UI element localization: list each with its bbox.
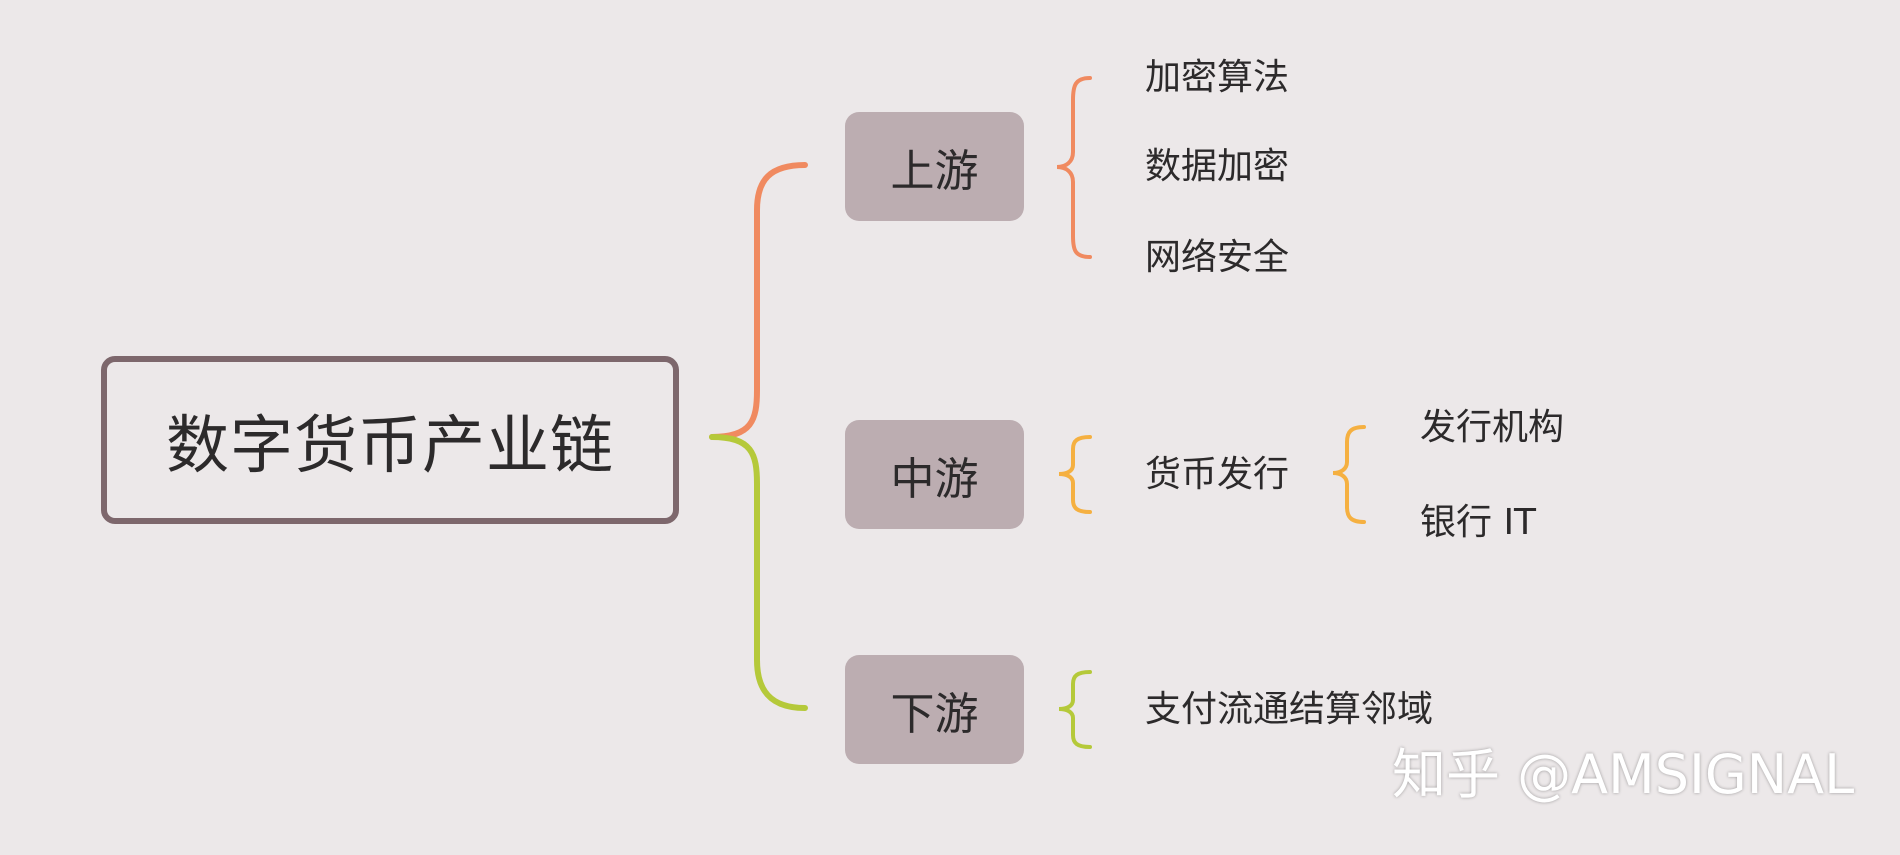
- bracket-issuance: [1332, 425, 1366, 524]
- bracket-downstream: [1058, 670, 1092, 749]
- leaf-network-security: 网络安全: [1145, 237, 1290, 278]
- leaf-encryption-algorithm: 加密算法: [1145, 57, 1290, 98]
- connector-root-upstream: [709, 162, 808, 440]
- node-midstream: 中游: [845, 420, 1024, 529]
- leaf-data-encryption: 数据加密: [1145, 146, 1290, 187]
- connector-root-downstream: [709, 434, 808, 711]
- leaf-bank-it: 银行 IT: [1420, 502, 1537, 543]
- node-downstream: 下游: [845, 655, 1024, 764]
- leaf-currency-issuance: 货币发行: [1145, 454, 1290, 495]
- bracket-upstream: [1056, 76, 1092, 259]
- leaf-payment-settlement: 支付流通结算邻域: [1145, 689, 1434, 730]
- bracket-midstream: [1058, 435, 1092, 514]
- node-upstream: 上游: [845, 112, 1024, 221]
- leaf-issuing-institution: 发行机构: [1420, 407, 1565, 448]
- watermark: 知乎 @AMSIGNAL: [1392, 743, 1855, 806]
- root-node: 数字货币产业链: [101, 356, 679, 524]
